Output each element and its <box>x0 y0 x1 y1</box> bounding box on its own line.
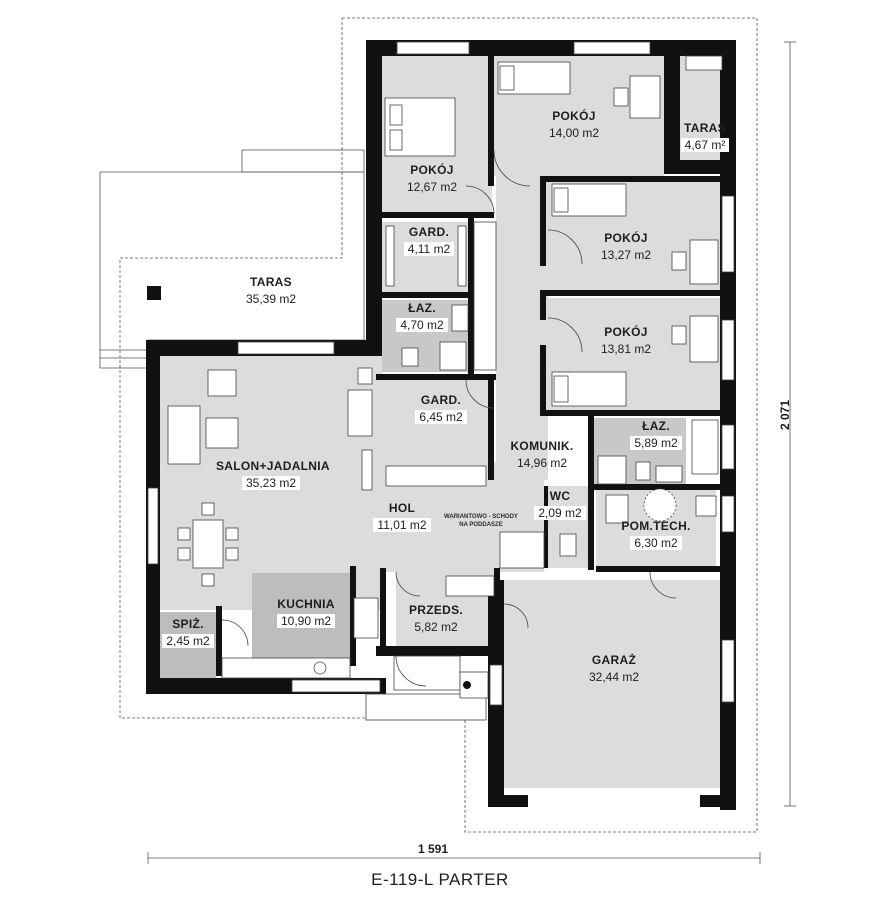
room-area: 35,39 m2 <box>245 291 297 306</box>
column-square <box>147 286 161 300</box>
room-wc: WC 2,09 m2 <box>530 490 590 521</box>
room-pokoj-e2: POKÓJ 13,81 m2 <box>586 326 666 357</box>
dimension-depth: 2 071 <box>778 399 792 430</box>
room-area: 6,45 m2 <box>415 409 467 425</box>
room-name: ŁAZ. <box>642 419 670 433</box>
room-name: POKÓJ <box>604 325 648 339</box>
room-komunik: KOMUNIK. 14,96 m2 <box>504 440 580 471</box>
room-area: 14,00 m2 <box>548 125 600 140</box>
room-area: 2,45 m2 <box>162 633 214 649</box>
room-gard-2: GARD. 6,45 m2 <box>404 394 478 425</box>
room-area: 4,67 m² <box>680 137 730 153</box>
room-name: POKÓJ <box>410 163 454 177</box>
room-pom-tech: POM.TECH. 6,30 m2 <box>614 520 698 551</box>
room-name: SPIŻ. <box>172 617 204 631</box>
room-area: 4,70 m2 <box>396 317 448 333</box>
door-swings <box>221 149 677 687</box>
room-name: TARAS <box>250 275 292 289</box>
floor-fill <box>160 56 728 788</box>
room-garaz: GARAŻ 32,44 m2 <box>574 654 654 685</box>
partitions <box>216 56 724 676</box>
stair-note-line1: WARIANTOWO - SCHODY <box>444 514 518 520</box>
room-area: 5,89 m2 <box>630 435 682 451</box>
room-area: 5,82 m2 <box>414 619 458 634</box>
sink-circle <box>313 661 327 675</box>
room-area: 2,09 m2 <box>534 505 586 521</box>
room-name: SALON+JADALNIA <box>216 459 330 473</box>
stair-note-line2: NA PODDASZE <box>459 521 503 528</box>
room-taras-ne: TARAS 4,67 m² <box>678 122 732 153</box>
room-taras-w: TARAS 35,39 m2 <box>226 276 316 307</box>
room-name: PRZEDS. <box>408 603 464 617</box>
room-name: ŁAZ. <box>408 301 436 315</box>
room-area: 32,44 m2 <box>588 669 640 684</box>
room-area: 6,30 m2 <box>630 535 682 551</box>
room-laz-2: ŁAZ. 5,89 m2 <box>620 420 692 451</box>
room-name: GARAŻ <box>591 653 637 667</box>
room-pokoj-e1: POKÓJ 13,27 m2 <box>586 232 666 263</box>
room-area: 13,27 m2 <box>600 247 652 262</box>
entrance-dot <box>463 681 471 689</box>
room-name: POKÓJ <box>604 231 648 245</box>
room-name: POM.TECH. <box>621 519 691 533</box>
room-area: 14,96 m2 <box>516 455 568 470</box>
room-przeds: PRZEDS. 5,82 m2 <box>398 604 474 635</box>
room-name: HOL <box>388 501 416 515</box>
room-name: KOMUNIK. <box>510 439 574 453</box>
room-kuchnia: KUCHNIA 10,90 m2 <box>268 598 344 629</box>
room-gard-1: GARD. 4,11 m2 <box>394 226 464 257</box>
room-name: GARD. <box>408 225 450 239</box>
room-pokoj-nw: POKÓJ 12,67 m2 <box>396 164 468 195</box>
room-area: 35,23 m2 <box>241 475 301 491</box>
terrace-west <box>99 149 365 369</box>
room-area: 12,67 m2 <box>406 179 458 194</box>
room-pokoj-n: POKÓJ 14,00 m2 <box>534 110 614 141</box>
room-name: POKÓJ <box>552 109 596 123</box>
room-area: 13,81 m2 <box>600 341 652 356</box>
room-area: 4,11 m2 <box>403 241 455 257</box>
drawing-title: E-119-L PARTER <box>371 870 509 889</box>
windows <box>147 41 735 706</box>
room-name: GARD. <box>420 393 462 407</box>
stair-note: WARIANTOWO - SCHODY NA PODDASZE <box>426 514 536 530</box>
room-name: TARAS <box>684 121 726 135</box>
room-hol: HOL 11,01 m2 <box>364 502 440 533</box>
room-name: WC <box>549 489 571 503</box>
furniture <box>167 55 723 721</box>
room-area: 11,01 m2 <box>373 517 431 533</box>
room-laz-1: ŁAZ. 4,70 m2 <box>386 302 458 333</box>
dimension-lines <box>147 41 796 864</box>
room-spiz: SPIŻ. 2,45 m2 <box>160 618 216 649</box>
room-name: KUCHNIA <box>277 597 335 611</box>
room-salon: SALON+JADALNIA 35,23 m2 <box>216 459 330 491</box>
dimension-width: 1 591 <box>418 842 449 856</box>
boiler-circle <box>643 488 677 522</box>
room-area: 10,90 m2 <box>276 613 336 629</box>
